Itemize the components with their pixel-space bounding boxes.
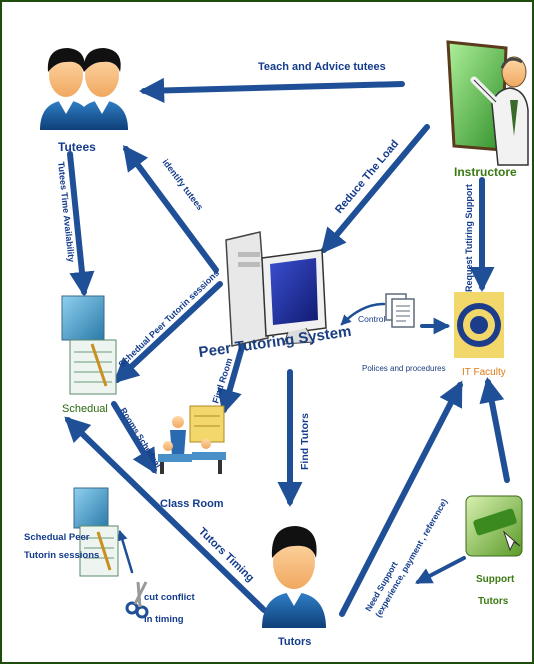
sched-sessions-label-line2: Tutorin sessions [24,550,99,561]
university-seal-icon [454,292,504,358]
arrow-rooms-schedual [111,401,157,475]
rooms-schedual-label: Rooms Schedual [118,406,163,470]
people-pair-icon [40,48,128,130]
document-icon [385,293,415,328]
teacher-at-board-icon [446,40,529,166]
arrow-tutors-timing [64,416,267,613]
arrow-find-room [217,337,247,415]
arrow-tutees-time [67,151,95,298]
class-room-label: Class Room [160,498,224,510]
sched-sessions-label-line1: Schedual Peer [24,532,90,543]
tutees-label: Tutees [58,140,96,154]
it-faculty-label: IT Faculty [462,367,506,378]
find-tutors-label: Find Tutors [299,413,311,470]
cut-conflict-label-line2: in timing [144,614,184,625]
arrow-support-to-it [479,377,510,483]
control-label: Control [358,314,386,324]
arrow-support-to-tutors [415,556,466,584]
arrow-policies [340,302,386,326]
need-support-label-line2: (experience, payment , reference) [373,497,449,619]
cut-conflict-label-line1: cut conflict [144,592,196,603]
classroom-icon [158,405,226,474]
arrows [64,77,510,617]
arrow-schedual-sessions [113,281,223,384]
arrow-reduce-load [320,124,430,254]
calendar-schedule-icon [61,295,117,395]
arrow-need-support [339,380,463,617]
teach-advice-label: Teach and Advice tutees [258,61,386,73]
request-support-label: Request Tutiring Support [464,184,474,292]
desktop-computer-icon [225,231,327,347]
policies-label: Polices and procedures [362,364,446,373]
instructore-label: Instructore [454,165,517,179]
support-tutors-label-line2: Tutors [478,596,509,607]
scissors-icon [125,581,149,619]
schedual-label: Schedual [62,403,108,415]
calendar-schedule-icon [73,487,119,577]
reduce-load-label: Reduce The Load [333,138,401,216]
person-icon [262,526,326,628]
arrow-scissors-to-sessions [117,529,134,574]
arrow-identify-tutees [122,144,219,273]
support-key-icon [465,495,523,557]
arrow-teach-advice [138,77,405,104]
tutors-label: Tutors [278,636,311,648]
support-tutors-label-line1: Support [476,574,515,585]
